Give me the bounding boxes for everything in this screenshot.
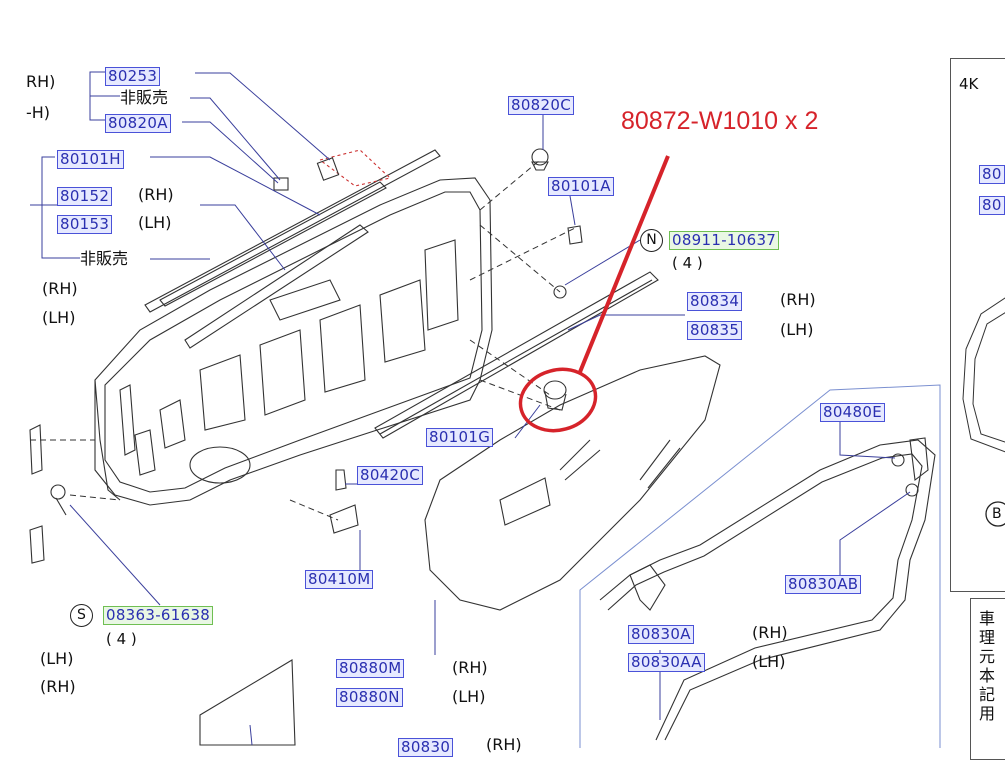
panel-part-1[interactable]: 80 xyxy=(979,165,1005,184)
part-80835[interactable]: 80835 xyxy=(687,321,743,340)
part-80830A[interactable]: 80830A xyxy=(628,625,694,644)
part-80830AA[interactable]: 80830AA xyxy=(628,653,705,672)
side-panel-4k: 4K 80 80 B xyxy=(950,58,1005,592)
label-rh-top: RH) xyxy=(26,72,56,91)
note-line-6: 用 xyxy=(979,704,996,723)
label-lh-bottom: (LH) xyxy=(40,649,74,668)
part-08363-61638[interactable]: 08363-61638 xyxy=(103,606,214,625)
label-lh: (LH) xyxy=(42,308,76,327)
label-rh: (RH) xyxy=(42,279,78,298)
part-80880N[interactable]: 80880N xyxy=(336,688,403,707)
label-lh-80830AA: (LH) xyxy=(752,652,786,671)
label-not-for-sale-1: 非販売 xyxy=(120,88,169,107)
label-not-for-sale-2: 非販売 xyxy=(80,249,129,268)
red-callout-annotation xyxy=(518,155,670,433)
note-text: 車 理 元 本 記 用 xyxy=(979,609,995,723)
label-rh-80834: (RH) xyxy=(780,290,816,309)
label-rh-80830: (RH) xyxy=(486,735,522,754)
note-line-3: 元 xyxy=(979,647,996,666)
label-rh-bottom: (RH) xyxy=(40,677,76,696)
quantity-08363: ( 4 ) xyxy=(106,630,137,648)
note-line-1: 車 xyxy=(979,609,996,628)
panel-part-2[interactable]: 80 xyxy=(979,196,1005,215)
weatherstrip-outline xyxy=(599,439,936,741)
part-80410M[interactable]: 80410M xyxy=(305,570,374,589)
part-80830AB[interactable]: 80830AB xyxy=(785,575,862,594)
part-80820C[interactable]: 80820C xyxy=(508,96,574,115)
part-80153[interactable]: 80153 xyxy=(57,215,113,234)
quantity-08911: ( 4 ) xyxy=(672,254,703,272)
part-80101G[interactable]: 80101G xyxy=(426,428,494,447)
part-80880M[interactable]: 80880M xyxy=(336,659,405,678)
note-line-5: 記 xyxy=(979,685,996,704)
label-lh-80835: (LH) xyxy=(780,320,814,339)
b-mark-icon: B xyxy=(992,506,1002,522)
part-80152[interactable]: 80152 xyxy=(57,187,113,206)
note-box: 車 理 元 本 記 用 xyxy=(970,598,1005,760)
label-lh-top: -H) xyxy=(26,103,51,122)
part-80253[interactable]: 80253 xyxy=(105,67,161,86)
n-mark-icon: N xyxy=(640,229,663,252)
note-line-2: 理 xyxy=(979,628,996,647)
part-80480E[interactable]: 80480E xyxy=(820,403,885,422)
panel-4k-label: 4K xyxy=(959,75,979,93)
part-80101H[interactable]: 80101H xyxy=(57,150,124,169)
part-80420C[interactable]: 80420C xyxy=(357,466,423,485)
note-line-4: 本 xyxy=(979,666,996,685)
door-panel-outline xyxy=(94,177,493,506)
door-glass-outline xyxy=(424,355,721,611)
part-80834[interactable]: 80834 xyxy=(687,292,743,311)
part-80820A[interactable]: 80820A xyxy=(105,114,171,133)
part-80101A[interactable]: 80101A xyxy=(548,177,614,196)
callout-part-number: 80872-W1010 x 2 xyxy=(621,107,819,135)
part-08911-10637[interactable]: 08911-10637 xyxy=(669,231,780,250)
panel-door-sketch xyxy=(962,297,1005,527)
label-lh-80153: (LH) xyxy=(138,213,172,232)
label-rh-80830A: (RH) xyxy=(752,623,788,642)
s-mark-icon: S xyxy=(70,604,93,627)
label-rh-80152: (RH) xyxy=(138,185,174,204)
label-lh-80880N: (LH) xyxy=(452,687,486,706)
label-rh-80880M: (RH) xyxy=(452,658,488,677)
